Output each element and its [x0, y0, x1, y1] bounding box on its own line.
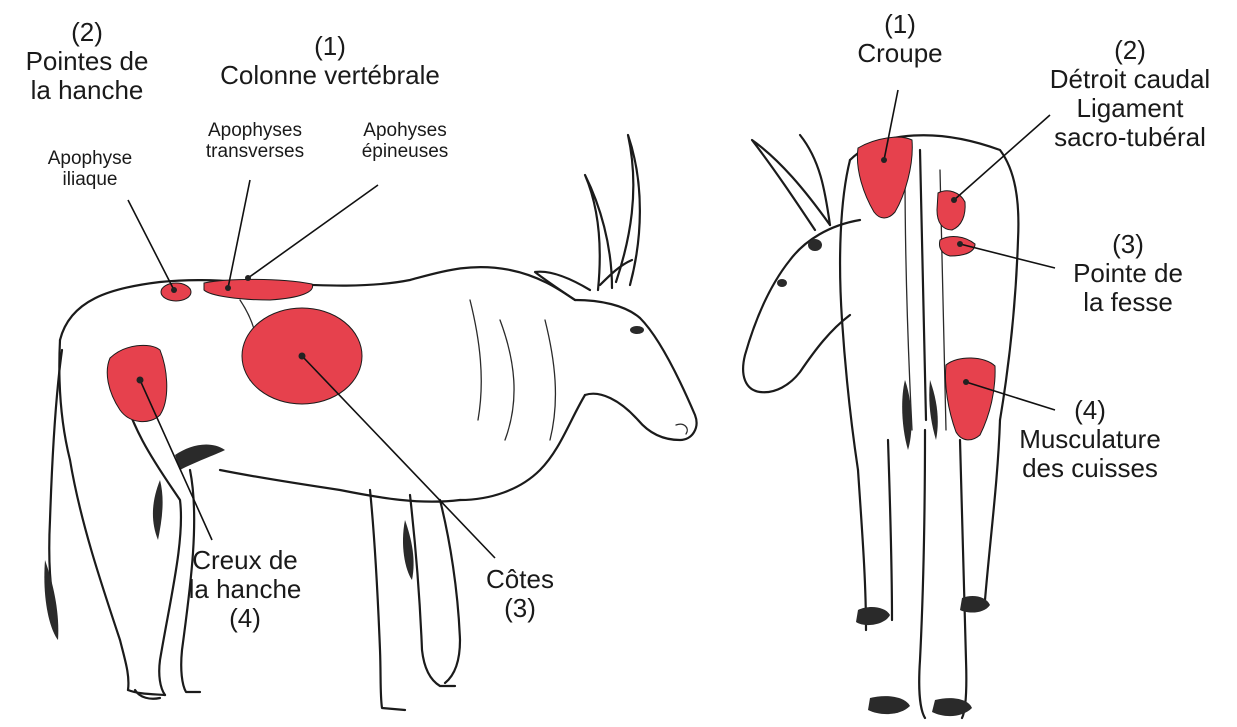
label-creux-line1: Creux de	[160, 546, 330, 575]
label-pointe-fesse: (3) Pointe de la fesse	[1048, 230, 1208, 317]
label-pointes-hanche: (2) Pointes de la hanche	[2, 18, 172, 105]
side-view-regions	[107, 279, 362, 421]
region-musculature-cuisses	[945, 358, 995, 440]
label-transverses-line1: Apophyses	[190, 120, 320, 141]
label-detroit-line1: Détroit caudal	[1025, 65, 1235, 94]
label-colonne-num: (1)	[190, 32, 470, 61]
label-croupe-title: Croupe	[835, 39, 965, 68]
label-detroit-line2: Ligament	[1025, 94, 1235, 123]
label-epineuses-line1: Apohyses	[340, 120, 470, 141]
label-colonne-vertebrale: (1) Colonne vertébrale	[190, 32, 470, 90]
label-detroit-line3: sacro-tubéral	[1025, 123, 1235, 152]
label-apophyses-epineuses: Apohyses épineuses	[340, 120, 470, 163]
label-pointes-line2: la hanche	[2, 76, 172, 105]
region-croupe	[857, 137, 912, 218]
label-creux-line2: la hanche	[160, 575, 330, 604]
side-view-cow	[44, 135, 696, 710]
label-colonne-title: Colonne vertébrale	[190, 61, 470, 90]
label-detroit-caudal: (2) Détroit caudal Ligament sacro-tubéra…	[1025, 36, 1235, 152]
label-detroit-num: (2)	[1025, 36, 1235, 65]
label-cotes: Côtes (3)	[460, 565, 580, 623]
label-fesse-num: (3)	[1048, 230, 1208, 259]
label-fesse-line2: la fesse	[1048, 288, 1208, 317]
region-colonne-vertebrale	[204, 279, 313, 300]
label-croupe-num: (1)	[835, 10, 965, 39]
label-musculature-line1: Musculature	[1000, 425, 1180, 454]
label-creux-hanche: Creux de la hanche (4)	[160, 546, 330, 633]
label-cotes-num: (3)	[460, 594, 580, 623]
region-detroit-caudal	[937, 191, 965, 230]
label-apophyse-iliaque: Apophyse iliaque	[30, 148, 150, 191]
label-iliaque-line1: Apophyse	[30, 148, 150, 169]
label-musculature-cuisses: (4) Musculature des cuisses	[1000, 396, 1180, 483]
label-musculature-num: (4)	[1000, 396, 1180, 425]
label-cotes-title: Côtes	[460, 565, 580, 594]
label-pointes-num: (2)	[2, 18, 172, 47]
label-croupe: (1) Croupe	[835, 10, 965, 68]
label-creux-num: (4)	[160, 604, 330, 633]
label-pointes-line1: Pointes de	[2, 47, 172, 76]
region-creux-hanche	[107, 345, 167, 421]
label-musculature-line2: des cuisses	[1000, 454, 1180, 483]
label-transverses-line2: transverses	[190, 141, 320, 162]
label-iliaque-line2: iliaque	[30, 169, 150, 190]
label-epineuses-line2: épineuses	[340, 141, 470, 162]
label-fesse-line1: Pointe de	[1048, 259, 1208, 288]
label-apophyses-transverses: Apophyses transverses	[190, 120, 320, 163]
